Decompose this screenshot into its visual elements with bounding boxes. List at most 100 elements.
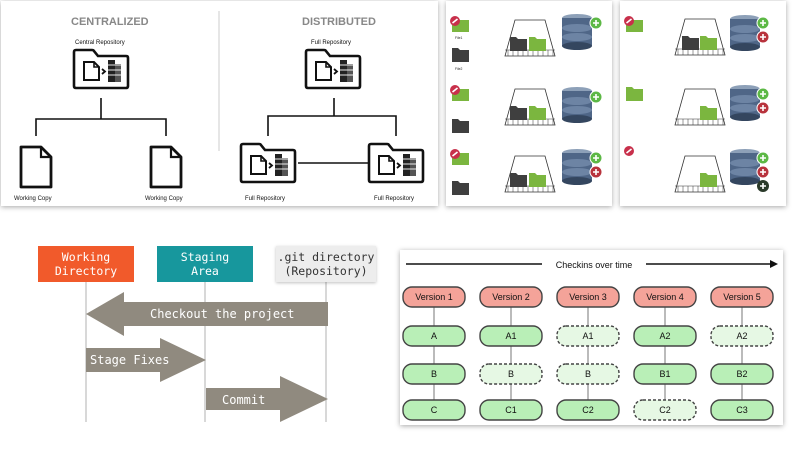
version-label: Version 4	[646, 292, 684, 302]
version-cell-label: C3	[736, 405, 748, 415]
snapshot-panel-one: File1 File2	[446, 1, 612, 206]
version-label: Version 2	[492, 292, 530, 302]
version-header-3: Version 3	[556, 286, 620, 308]
snapshot-diagram-one: File1 File2	[449, 14, 603, 195]
version-cell: A1	[479, 325, 543, 347]
add-icon	[589, 16, 603, 30]
edit-badge-icon	[449, 148, 461, 160]
distributed-title: DISTRIBUTED	[302, 16, 376, 28]
version-cell-label: C1	[505, 405, 517, 415]
working-copy-right-icon	[149, 145, 183, 189]
working-copy-left-icon	[19, 145, 53, 189]
distributed-connector-lines	[267, 98, 397, 136]
git-areas-lines: Checkout the project Stage Fixes Commit	[85, 282, 328, 422]
version-cell: A2	[633, 325, 697, 347]
version-cell: C2	[633, 399, 697, 421]
version-cell: B	[402, 363, 466, 385]
snapshot-file-icon	[529, 106, 546, 120]
version-cell-label: B2	[736, 369, 747, 379]
version-cell: A	[402, 325, 466, 347]
snapshot-file-icon	[510, 106, 527, 120]
stage-label: Stage Fixes	[90, 353, 169, 367]
git-directory-header: .git directory (Repository)	[276, 246, 376, 282]
add-icon	[756, 151, 770, 165]
snapshot-file-icon	[529, 37, 546, 51]
file1-folder-icon	[626, 87, 643, 101]
database-icon	[562, 14, 592, 50]
commit-arrow	[206, 376, 328, 422]
version-header-1: Version 1	[402, 286, 466, 308]
version-cell: A2	[710, 325, 774, 347]
centralized-title: CENTRALIZED	[71, 16, 149, 28]
add-icon	[589, 90, 603, 104]
snapshot-file-icon	[700, 36, 717, 50]
version-cell-label: A	[431, 331, 437, 341]
edit-badge-icon	[449, 15, 461, 27]
add-icon	[756, 87, 770, 101]
version-label: Version 3	[569, 292, 607, 302]
version-cell-label: C2	[659, 405, 671, 415]
snapshot-file-icon	[700, 106, 717, 120]
full-repo-left-label: Full Repository	[245, 196, 285, 202]
add-icon	[589, 165, 603, 179]
snapshot-file-icon	[700, 173, 717, 187]
time-arrow-head	[770, 260, 778, 268]
checkout-arrow	[86, 292, 328, 336]
version-cell: C1	[479, 399, 543, 421]
full-repo-top-icon	[304, 48, 362, 90]
version-cell: C	[402, 399, 466, 421]
add-icon	[756, 165, 770, 179]
version-label: Version 1	[415, 292, 453, 302]
full-repo-right-icon	[367, 142, 425, 184]
edit-badge-icon	[623, 145, 635, 157]
snapshot-file-icon	[529, 173, 546, 187]
version-cell-label: B	[585, 369, 591, 379]
version-cell: B1	[633, 363, 697, 385]
vcs-comparison-diagram: CENTRALIZED Central Repository Working C…	[14, 11, 425, 202]
version-cell: B2	[710, 363, 774, 385]
snapshot-file-icon	[510, 37, 527, 51]
database-icon	[730, 149, 760, 185]
working-directory-header: Working Directory	[38, 246, 134, 282]
version-cell: A1	[556, 325, 620, 347]
version-header-4: Version 4	[633, 286, 697, 308]
database-icon	[562, 149, 592, 185]
file2-folder-icon	[452, 119, 469, 133]
edit-badge-icon	[623, 15, 635, 27]
add-icon	[756, 16, 770, 30]
file1-label: File1	[455, 36, 462, 40]
version-cell-label: B	[508, 369, 514, 379]
stage-arrow	[86, 338, 206, 382]
add-icon	[589, 151, 603, 165]
version-cell-label: A1	[505, 331, 516, 341]
full-repo-right-label: Full Repository	[374, 196, 414, 202]
staging-area-header: Staging Area	[157, 246, 253, 282]
snapshot-file-icon	[510, 173, 527, 187]
version-cell: B	[556, 363, 620, 385]
version-cell-label: A2	[659, 331, 670, 341]
version-cell: C3	[710, 399, 774, 421]
full-repo-top-label: Full Repository	[311, 40, 351, 46]
database-icon	[730, 85, 760, 121]
version-cell: B	[479, 363, 543, 385]
snapshot-panel-two	[620, 1, 786, 206]
version-cell-label: B	[431, 369, 437, 379]
database-icon	[562, 87, 592, 123]
central-repo-icon	[72, 48, 130, 90]
version-cell: C2	[556, 399, 620, 421]
database-icon	[730, 15, 760, 51]
central-connector-lines	[35, 98, 167, 136]
file2-folder-icon	[452, 181, 469, 195]
version-cell-label: C2	[582, 405, 594, 415]
working-copy-right-label: Working Copy	[145, 196, 183, 202]
version-cell-label: B1	[659, 369, 670, 379]
working-copy-left-label: Working Copy	[14, 196, 52, 202]
add-icon	[756, 30, 770, 44]
central-repo-label: Central Repository	[75, 40, 125, 46]
vcs-comparison-panel: CENTRALIZED Central Repository Working C…	[1, 1, 438, 206]
version-cell-label: C	[431, 405, 438, 415]
version-label: Version 5	[723, 292, 761, 302]
snapshot-diagram-two	[623, 15, 770, 193]
